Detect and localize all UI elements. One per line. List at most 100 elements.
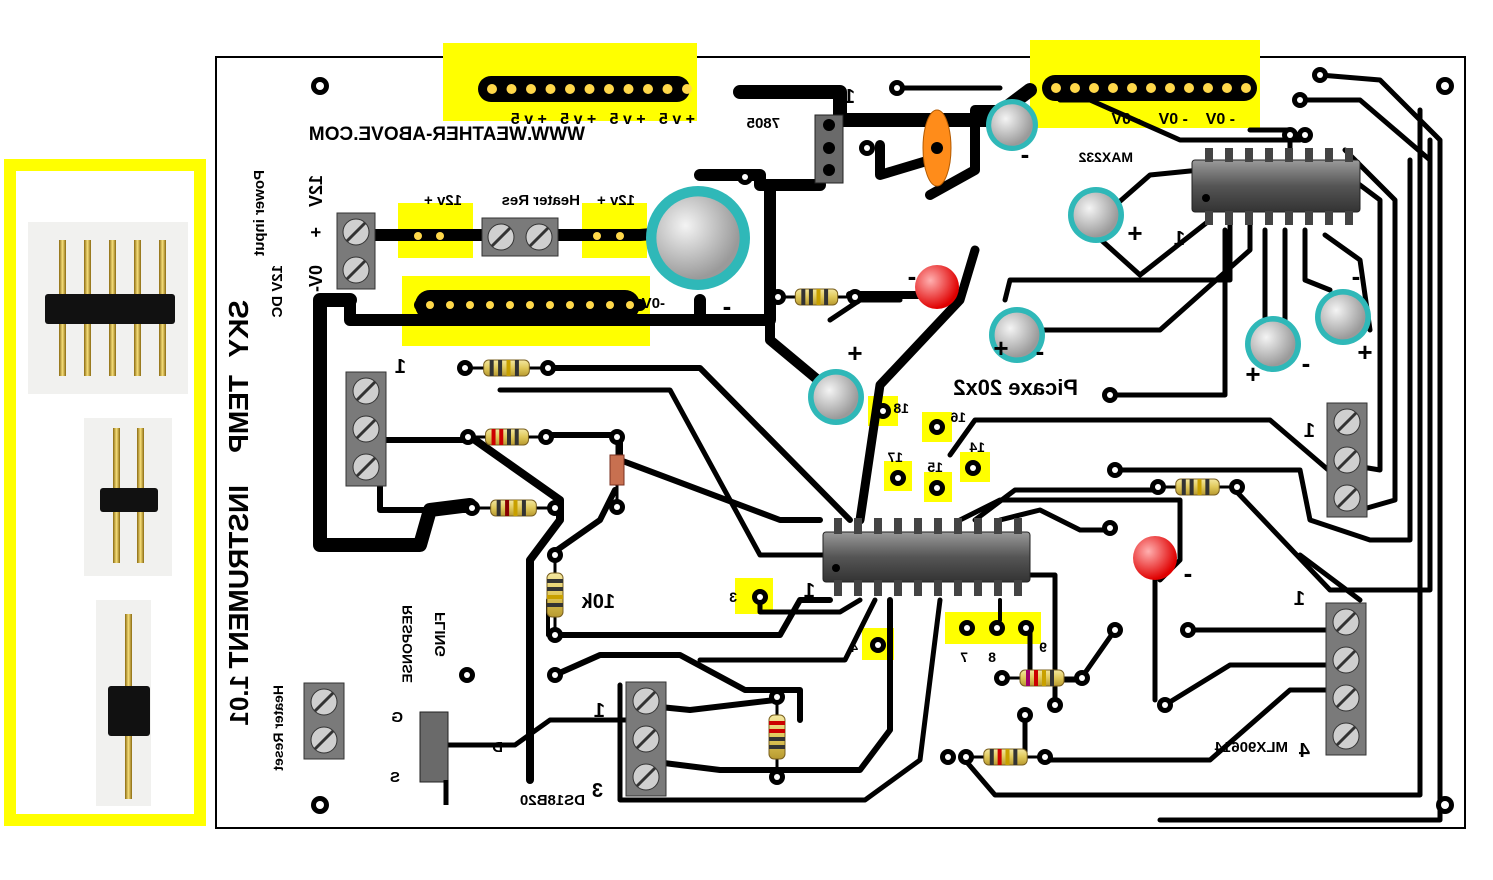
terminal-slot <box>490 226 512 248</box>
header-bus-hole <box>466 301 474 309</box>
ic-pin <box>1285 148 1293 162</box>
ic-pin <box>1325 148 1333 162</box>
heater-res-terminal <box>481 217 559 257</box>
electrolytic-capacitor <box>1068 187 1124 243</box>
ic-pin <box>854 518 862 534</box>
header-5v-strip <box>478 76 690 102</box>
plus-mark: + <box>1127 218 1142 248</box>
header-5v-hole <box>506 84 517 94</box>
solder-pad-hole <box>934 424 940 430</box>
power-line1: 12V DC <box>269 265 286 318</box>
header-0v-hole <box>1089 83 1099 93</box>
ic-pin <box>914 518 922 534</box>
resistor-pad-hole <box>545 365 551 371</box>
resistor-pad-hole <box>963 754 969 760</box>
plus-mark: + <box>1357 337 1372 367</box>
resistor-band <box>506 360 511 376</box>
ic-pin <box>874 580 882 596</box>
header-5v-hole <box>643 84 653 94</box>
solder-pad-hole <box>934 485 940 491</box>
resistor-band <box>769 729 785 733</box>
solder-pad-hole <box>464 672 470 678</box>
power-line2: Power input <box>251 170 268 256</box>
pin-7: 7 <box>960 649 968 665</box>
title-word-temp: TEMP <box>223 375 254 453</box>
header-0v-hole <box>1222 83 1232 93</box>
resistor-pad-hole <box>552 632 558 638</box>
resistor <box>1150 478 1245 496</box>
capacitor-top <box>813 374 859 420</box>
solder-pad-hole <box>1302 132 1308 138</box>
header-bus-hole <box>486 301 494 309</box>
minus-mark: - <box>908 261 917 291</box>
header-bus-hole <box>606 301 614 309</box>
title-word-sky: SKY <box>223 300 254 358</box>
header-0v-hole <box>1127 83 1137 93</box>
header-bus-hole <box>446 301 454 309</box>
terminal-slot <box>355 456 377 478</box>
header-bus-hole <box>506 301 514 309</box>
mounting-holes <box>311 77 1454 814</box>
ic-pin <box>834 518 842 534</box>
resistor-pad-hole <box>1234 484 1240 490</box>
header-0v-hole <box>1184 83 1194 93</box>
resistor-pad-hole <box>1079 675 1085 681</box>
header-0v-hole <box>1165 83 1175 93</box>
resistor-band <box>997 749 1002 765</box>
ic-pin <box>1285 211 1293 225</box>
pin-17: 17 <box>887 449 903 465</box>
plus-mark: + <box>993 333 1008 363</box>
terminal-slot <box>635 766 657 788</box>
resistor-band <box>496 500 501 516</box>
five-pin-header-photo <box>28 222 188 394</box>
response-label: RESPONSE <box>399 605 415 683</box>
ic-pin <box>1305 148 1313 162</box>
ic-pin <box>954 580 962 596</box>
pin-14: 14 <box>969 439 985 455</box>
minus-mark: - <box>1036 336 1045 366</box>
ic-pin <box>874 518 882 534</box>
resistor-band <box>1197 479 1202 495</box>
resistor-band <box>1189 479 1194 495</box>
terminal-slot <box>1335 649 1357 671</box>
resistor-pad-hole <box>774 774 780 780</box>
resistor-pad-hole <box>469 505 475 511</box>
header-0v-hole <box>1051 83 1061 93</box>
electrolytic-capacitor <box>1245 316 1301 372</box>
header-5v-hole <box>662 84 673 94</box>
resistor-band <box>498 360 503 376</box>
resistor-band <box>808 289 813 305</box>
ic-pin <box>1245 211 1253 225</box>
solder-pad-hole <box>864 145 870 151</box>
capacitor-top <box>656 196 740 280</box>
terminal-slot <box>1335 611 1357 633</box>
ic-pin <box>1225 211 1233 225</box>
solder-pad-hole <box>1107 392 1113 398</box>
terminal-slot <box>1336 411 1358 433</box>
ds18b20-label: DS18B20 <box>520 792 585 809</box>
resistor-pad-hole <box>465 434 471 440</box>
resistor-band <box>1042 670 1046 686</box>
header-5v-hole <box>487 84 497 94</box>
regulator-label: 7805 <box>747 115 780 132</box>
header-5v-row <box>478 76 692 102</box>
solder-pad-hole <box>1022 712 1028 718</box>
mlx-terminal <box>1325 602 1367 756</box>
resistor-pad-hole <box>775 294 781 300</box>
terminal-slot <box>528 226 550 248</box>
ds18b20-terminal <box>625 681 667 797</box>
fet-s-label: S <box>390 769 400 786</box>
solder-pad-hole <box>1112 627 1118 633</box>
resistor-pad-hole <box>1042 754 1048 760</box>
header-0v-hole <box>1070 83 1080 93</box>
mosfet <box>419 711 449 805</box>
terminal-slot <box>345 259 367 281</box>
heater-reset-terminal <box>303 682 345 760</box>
solder-pad-hole <box>894 85 900 91</box>
resistor-band <box>769 721 785 725</box>
solder-pad-hole <box>1107 525 1113 531</box>
ic-pin <box>1345 211 1353 225</box>
plus-mark: + <box>1245 359 1260 389</box>
resistor-pad-hole <box>999 675 1005 681</box>
